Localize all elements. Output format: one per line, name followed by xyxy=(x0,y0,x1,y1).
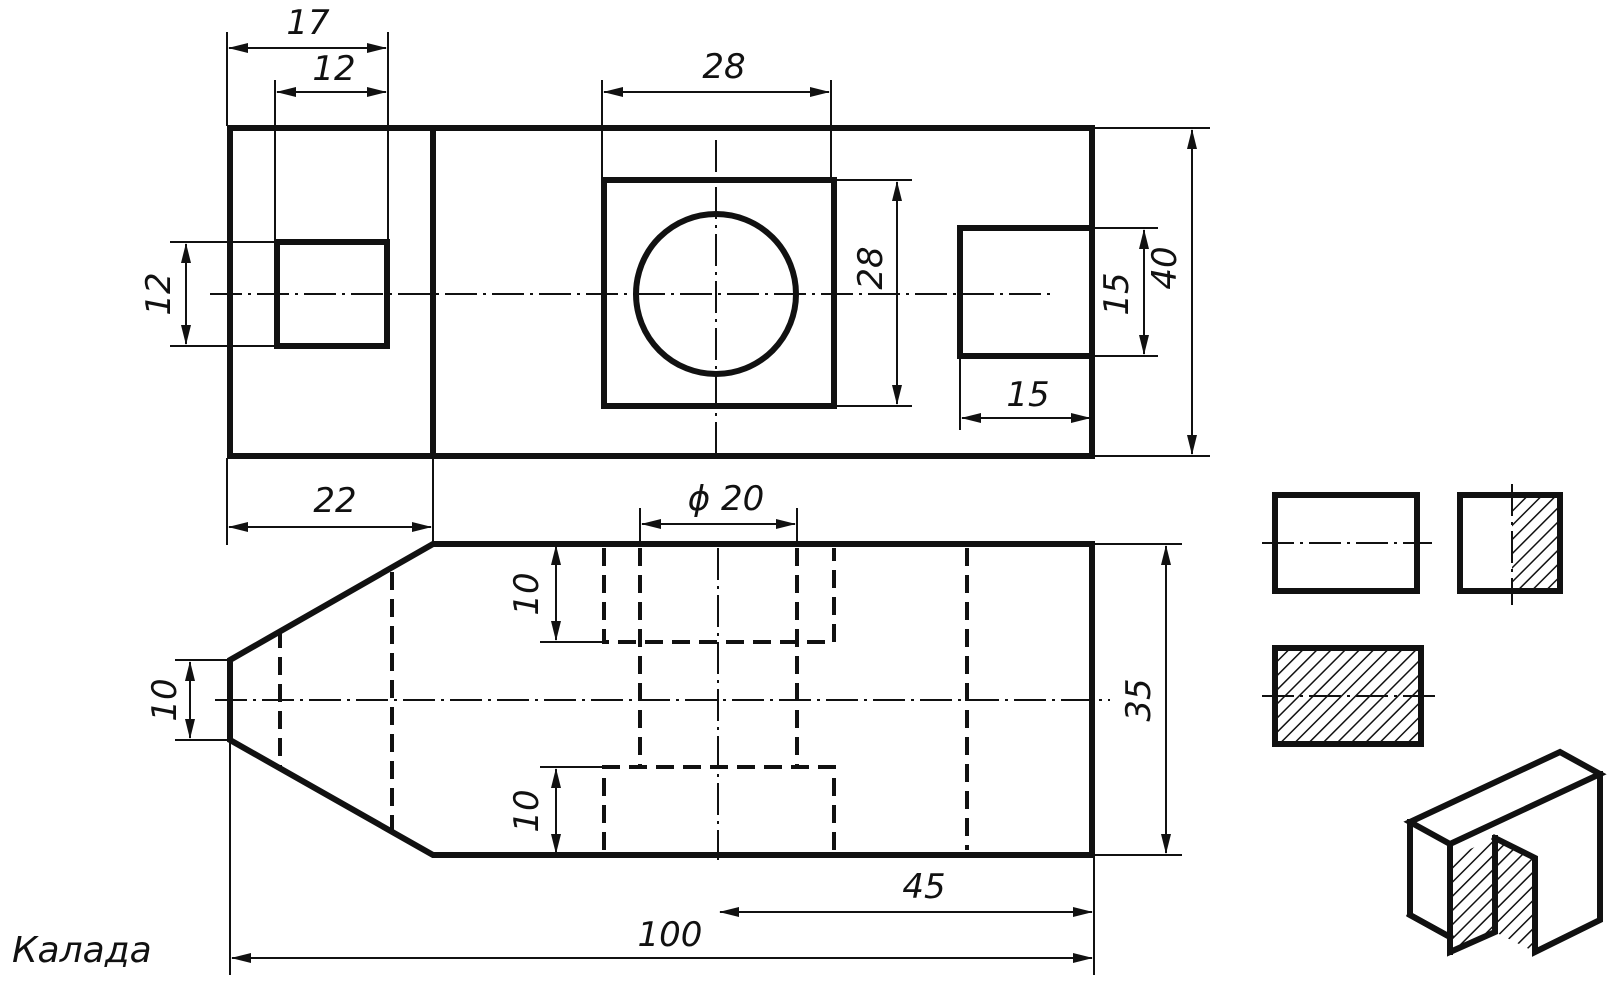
dim-100: 100 xyxy=(638,915,703,955)
dim-15-slot-h: 15 xyxy=(1097,272,1137,315)
dim-10-left: 10 xyxy=(145,678,185,721)
front-view xyxy=(215,541,1110,860)
dim-35: 35 xyxy=(1119,678,1159,721)
sketch-half-hatched xyxy=(1457,492,1563,594)
dim-17: 17 xyxy=(286,3,330,43)
top-view-right-slot xyxy=(957,225,1095,359)
dim-10-lower: 10 xyxy=(507,789,547,832)
front-view-outline xyxy=(227,541,1095,858)
sketch-half-hatched-hatch xyxy=(1512,495,1560,591)
drawing-title: Калада xyxy=(12,930,152,971)
isometric-sketch xyxy=(1403,748,1607,957)
dim-45: 45 xyxy=(902,867,945,907)
dim-phi20: ϕ 20 xyxy=(688,479,765,519)
dim-12-top: 12 xyxy=(312,49,355,89)
dim-28-right: 28 xyxy=(851,246,891,289)
dim-28-top: 28 xyxy=(702,47,745,87)
section-sketches xyxy=(1262,484,1563,747)
dim-40: 40 xyxy=(1145,246,1185,289)
top-view-outline xyxy=(227,125,1095,459)
dimensions: 17 12 28 12 28 15 15 40 xyxy=(139,3,1210,975)
dim-12-left: 12 xyxy=(139,272,179,315)
dim-15-slot-w: 15 xyxy=(1006,375,1049,415)
dim-22: 22 xyxy=(313,481,356,521)
top-view xyxy=(210,125,1095,460)
dim-10-upper: 10 xyxy=(507,572,547,615)
